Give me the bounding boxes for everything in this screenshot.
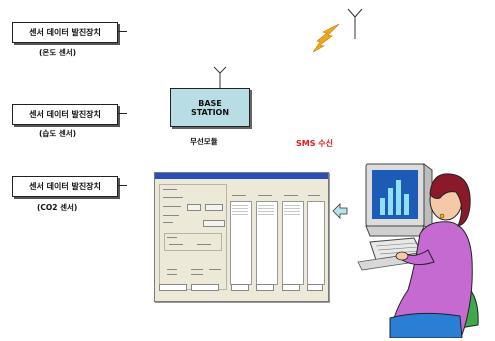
lightning-icon [312, 23, 340, 53]
sensor-box-humidity: 센서 데이터 발진장치 [12, 104, 118, 125]
arrow-left-icon [332, 203, 348, 219]
connector-line [117, 185, 127, 186]
sensor-label: 센서 데이터 발진장치 [29, 28, 101, 37]
app-input [282, 284, 300, 291]
sensor-label: 센서 데이터 발진장치 [29, 110, 101, 119]
monitoring-app-window [154, 172, 329, 302]
options-groupbox [164, 233, 222, 251]
user-at-computer-illustration [357, 163, 479, 338]
app-title-bar [155, 173, 328, 179]
base-station-box: BASE STATION [170, 88, 250, 127]
connector-line [117, 31, 127, 32]
app-button [187, 204, 201, 211]
app-input [256, 284, 274, 291]
app-button [205, 204, 223, 211]
base-station-line1: BASE [198, 98, 222, 108]
sms-label: SMS 수신 [296, 139, 333, 148]
sensor-label: 센서 데이터 발진장치 [29, 182, 101, 191]
base-station-caption: 무선모듈 [190, 137, 218, 146]
app-input [231, 284, 249, 291]
app-input [159, 284, 187, 291]
data-column [307, 201, 325, 285]
sensor-caption: (CO2 센서) [37, 203, 78, 212]
app-input [191, 284, 219, 291]
sensor-caption: (습도 센서) [39, 129, 77, 138]
sensor-caption: (온도 센서) [39, 48, 77, 57]
antenna-icon [213, 66, 227, 89]
sensor-box-co2: 센서 데이터 발진장치 [12, 176, 118, 197]
base-station-line2: STATION [190, 107, 230, 117]
app-button [203, 220, 225, 227]
antenna-icon [347, 8, 363, 39]
app-input [307, 284, 323, 291]
sensor-box-temperature: 센서 데이터 발진장치 [12, 22, 118, 43]
connector-line [117, 113, 127, 114]
